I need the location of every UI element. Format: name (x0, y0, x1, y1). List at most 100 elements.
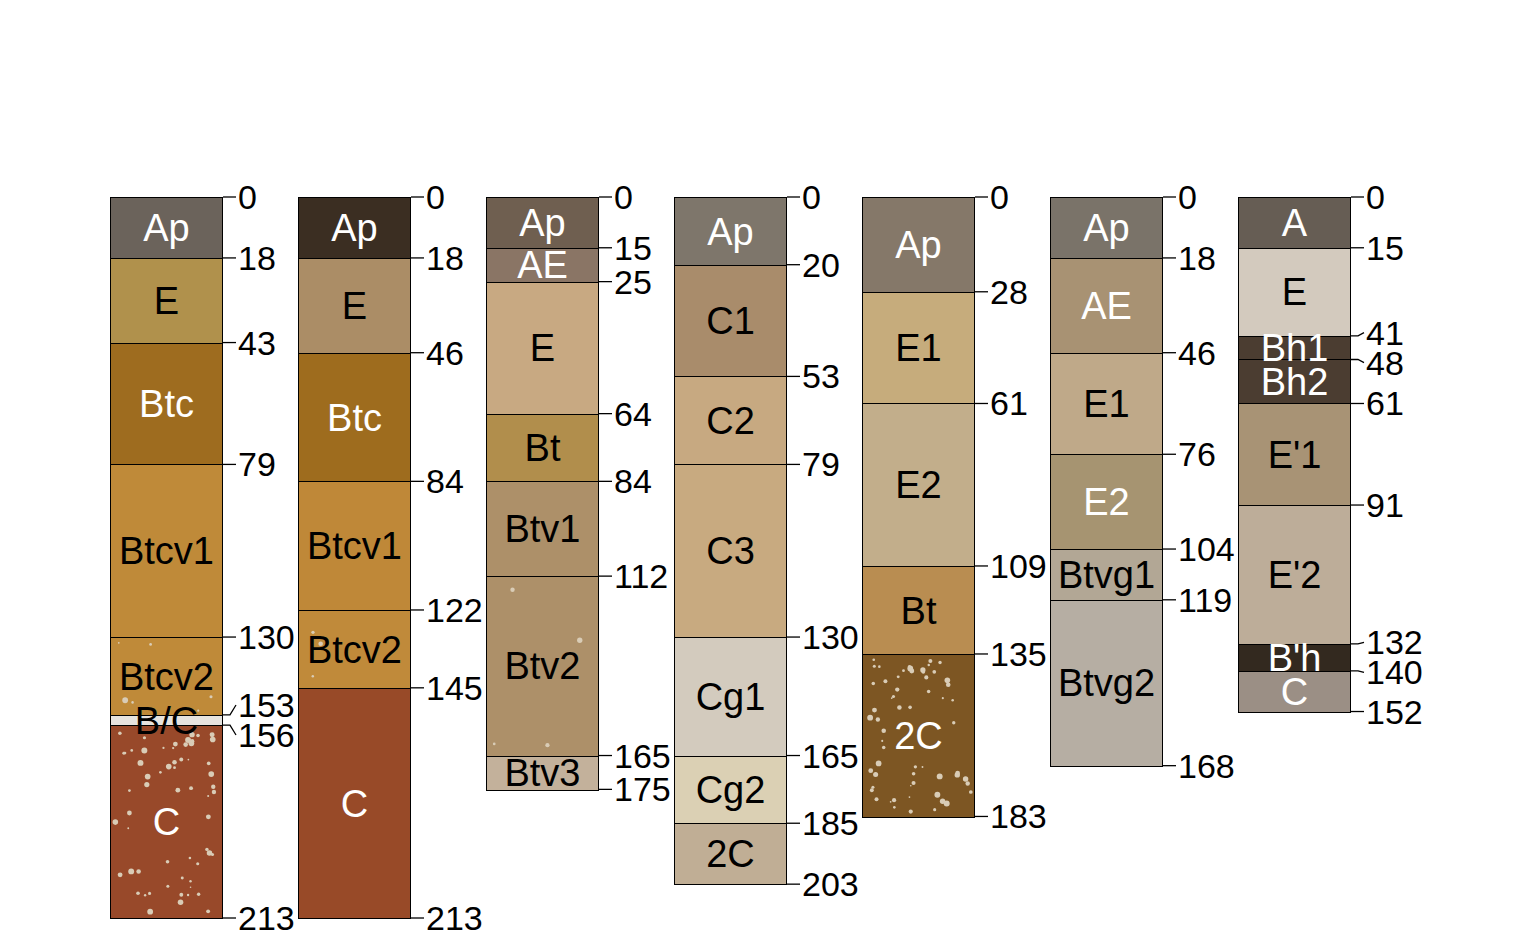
pebble-dot (145, 774, 151, 780)
depth-label: 183 (990, 799, 1047, 833)
pebble-dot (881, 740, 883, 742)
leader-line (1351, 504, 1364, 505)
depth-label: 135 (990, 637, 1047, 671)
pebble-dot (493, 743, 496, 746)
leader-line (599, 247, 612, 248)
horizon-band: Btv2 (486, 576, 599, 757)
leader-line (1351, 642, 1364, 643)
leader-line (975, 403, 988, 404)
horizon-band: E (110, 258, 223, 344)
leader-line (975, 565, 988, 566)
pebble-dot (890, 801, 892, 803)
horizon-name: Btv3 (504, 754, 580, 792)
pebble-dot (189, 786, 193, 790)
horizon-name: Ap (519, 204, 565, 242)
pebble-dot (922, 766, 924, 768)
pebble-dot (122, 752, 125, 755)
depth-label: 130 (802, 620, 859, 654)
leader-line (1163, 257, 1176, 258)
horizon-name: E2 (895, 466, 941, 504)
horizon-name: Btcv2 (119, 658, 214, 696)
depth-label: 152 (1366, 695, 1423, 729)
horizon-band: Btcv1 (110, 464, 223, 638)
horizon-name: Btcv2 (307, 631, 402, 669)
horizon-name: Ap (895, 226, 941, 264)
pebble-dot (932, 670, 936, 674)
pebble-dot (881, 729, 886, 734)
horizon-band: E1 (1050, 353, 1163, 456)
depth-label: 79 (238, 447, 276, 481)
pebble-dot (185, 737, 191, 743)
leader-line (1163, 352, 1176, 353)
horizon-name: C (153, 803, 180, 841)
pebble-dot (207, 762, 211, 766)
pebble-dot (969, 790, 973, 794)
horizon-name: Btc (139, 385, 194, 423)
pebble-dot (868, 768, 873, 773)
pebble-dot (945, 677, 951, 683)
depth-label: 130 (238, 620, 295, 654)
pebble-dot (210, 732, 215, 737)
horizon-name: Btv2 (504, 647, 580, 685)
depth-label: 46 (1178, 336, 1216, 370)
pebble-dot (128, 868, 134, 874)
horizon-name: C2 (706, 402, 755, 440)
leader-line (787, 823, 800, 824)
pebble-dot (933, 808, 936, 811)
pebble-dot (909, 796, 911, 798)
leader-line (787, 196, 800, 197)
pebble-dot (510, 588, 514, 592)
leader-line (411, 481, 424, 482)
pebble-dot (876, 761, 882, 767)
pebble-dot (895, 687, 899, 691)
pebble-dot (951, 699, 954, 702)
depth-label: 0 (990, 180, 1009, 214)
leader-line (223, 705, 236, 715)
pebble-dot (148, 892, 151, 895)
horizon-band: 2C (674, 823, 787, 885)
pebble-dot (867, 715, 873, 721)
pebble-dot (870, 788, 874, 792)
pebble-dot (873, 665, 876, 668)
pebble-dot (893, 806, 896, 809)
horizon-name: E1 (895, 329, 941, 367)
pebble-dot (175, 788, 180, 793)
depth-label: 122 (426, 593, 483, 627)
pebble-dot (137, 760, 143, 766)
pebble-dot (141, 747, 147, 753)
pebble-dot (545, 743, 549, 747)
depth-label: 61 (990, 386, 1028, 420)
pebble-dot (965, 781, 969, 785)
pebble-dot (892, 695, 895, 698)
pebble-dot (908, 665, 911, 668)
pebble-dot (909, 669, 914, 674)
leader-line (975, 816, 988, 817)
pebble-dot (963, 776, 968, 781)
pebble-dot (937, 773, 943, 779)
pebble-dot (162, 747, 164, 749)
pebble-dot (136, 869, 141, 874)
horizon-band: E (486, 282, 599, 415)
horizon-band: E2 (862, 403, 975, 567)
depth-label: 165 (614, 739, 671, 773)
leader-line (411, 609, 424, 610)
horizon-name: Btcv1 (119, 532, 214, 570)
pebble-dot (122, 697, 128, 703)
depth-label: 119 (1178, 583, 1232, 617)
horizon-band: Bh2 (1238, 359, 1351, 404)
depth-label: 132 (1366, 625, 1423, 659)
leader-line (1163, 599, 1176, 600)
horizon-band: Btv3 (486, 756, 599, 791)
leader-line (1351, 403, 1364, 404)
pebble-dot (127, 811, 132, 816)
horizon-name: Bh1 (1261, 329, 1329, 367)
pebble-dot (187, 894, 189, 896)
horizon-name: AE (1081, 287, 1132, 325)
horizon-band: Ap (862, 197, 975, 293)
horizon-name: Bh2 (1261, 363, 1329, 401)
pebble-dot (312, 675, 314, 677)
horizon-band: Cg2 (674, 756, 787, 825)
depth-label: 0 (238, 180, 257, 214)
horizon-band: C (110, 725, 223, 919)
